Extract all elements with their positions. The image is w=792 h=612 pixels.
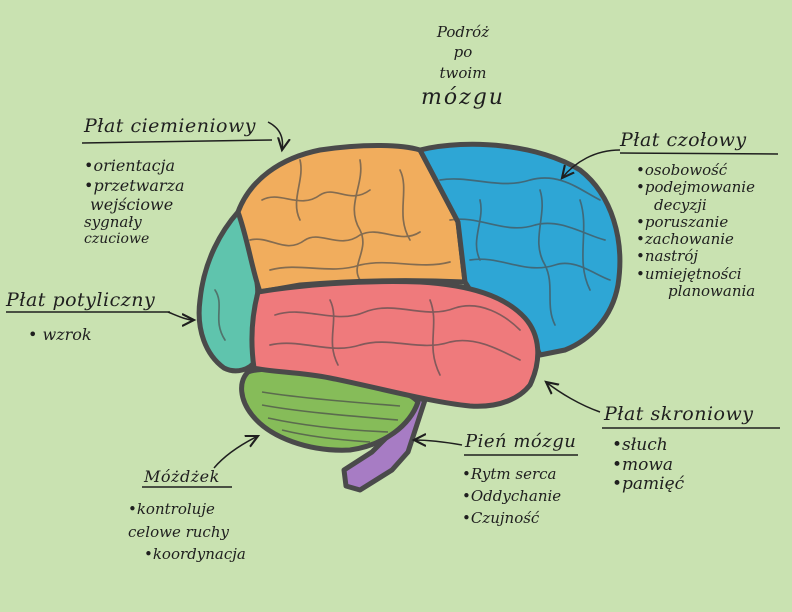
pointer-arrows [167, 121, 621, 469]
frontal-bullet-6: •nastrój [636, 247, 699, 266]
title-line-1: Podróż [436, 23, 490, 41]
brainstem-bullet-2: •Oddychanie [462, 486, 562, 505]
brainstem-bullets: •Rytm serca •Oddychanie •Czujność [462, 464, 561, 529]
temporal-bullet-2: •mowa [612, 454, 674, 475]
temporal-bullet-1: •słuch [612, 435, 668, 455]
brainstem-bullet-1: •Rytm serca [462, 465, 557, 483]
brainstem-bullet-3: •Czujność [462, 508, 540, 527]
frontal-bullet-2: •podejmowanie [636, 178, 755, 197]
parietal-bullet-1: •orientacja [84, 156, 176, 175]
frontal-bullet-1: •osobowość [636, 161, 728, 179]
frontal-bullet-8: planowania [668, 281, 756, 300]
cerebellum-bullet-2: celowe ruchy [128, 522, 229, 541]
occipital-label: Płat potyliczny [6, 289, 156, 311]
frontal-bullet-5: •zachowanie [636, 230, 734, 248]
frontal-bullet-7: •umiejętności [636, 264, 742, 283]
brainstem-label: Pień mózgu [465, 431, 577, 452]
frontal-bullet-4: •poruszanie [636, 212, 729, 231]
title-line-3: twoim [439, 63, 487, 82]
temporal-label: Płat skroniowy [604, 403, 754, 425]
frontal-label: Płat czołowy [620, 129, 747, 151]
parietal-bullet-3: wejściowe [90, 194, 174, 214]
cerebellum-label: Móżdżek [144, 467, 220, 486]
cerebellum-bullets: •kontroluje celowe ruchy •koordynacja [128, 498, 246, 566]
parietal-bullet-2: •przetwarza [84, 176, 185, 196]
temporal-bullets: •słuch •mowa •pamięć [612, 435, 685, 495]
title-line-2: po [453, 43, 473, 62]
title-line-4: mózgu [421, 84, 505, 110]
temporal-lobe-shape [249, 279, 541, 409]
temporal-bullet-3: •pamięć [612, 474, 685, 495]
occipital-bullets: • wzrok [28, 325, 92, 344]
frontal-bullets: •osobowość •podejmowanie decyzji •porusz… [636, 161, 786, 300]
parietal-bullet-5: czuciowe [84, 231, 150, 248]
parietal-bullets: •orientacja •przetwarza wejściowe sygnał… [84, 156, 234, 248]
diagram-title: Podróż po twoim mózgu [398, 22, 528, 112]
frontal-bullet-3: decyzji [654, 195, 707, 214]
cerebellum-bullet-1: •kontroluje [128, 500, 215, 518]
occipital-bullet-1: • wzrok [28, 325, 92, 344]
parietal-label: Płat ciemieniowy [84, 115, 256, 137]
parietal-bullet-4: sygnały [84, 213, 142, 232]
cerebellum-bullet-3: •koordynacja [144, 545, 246, 563]
